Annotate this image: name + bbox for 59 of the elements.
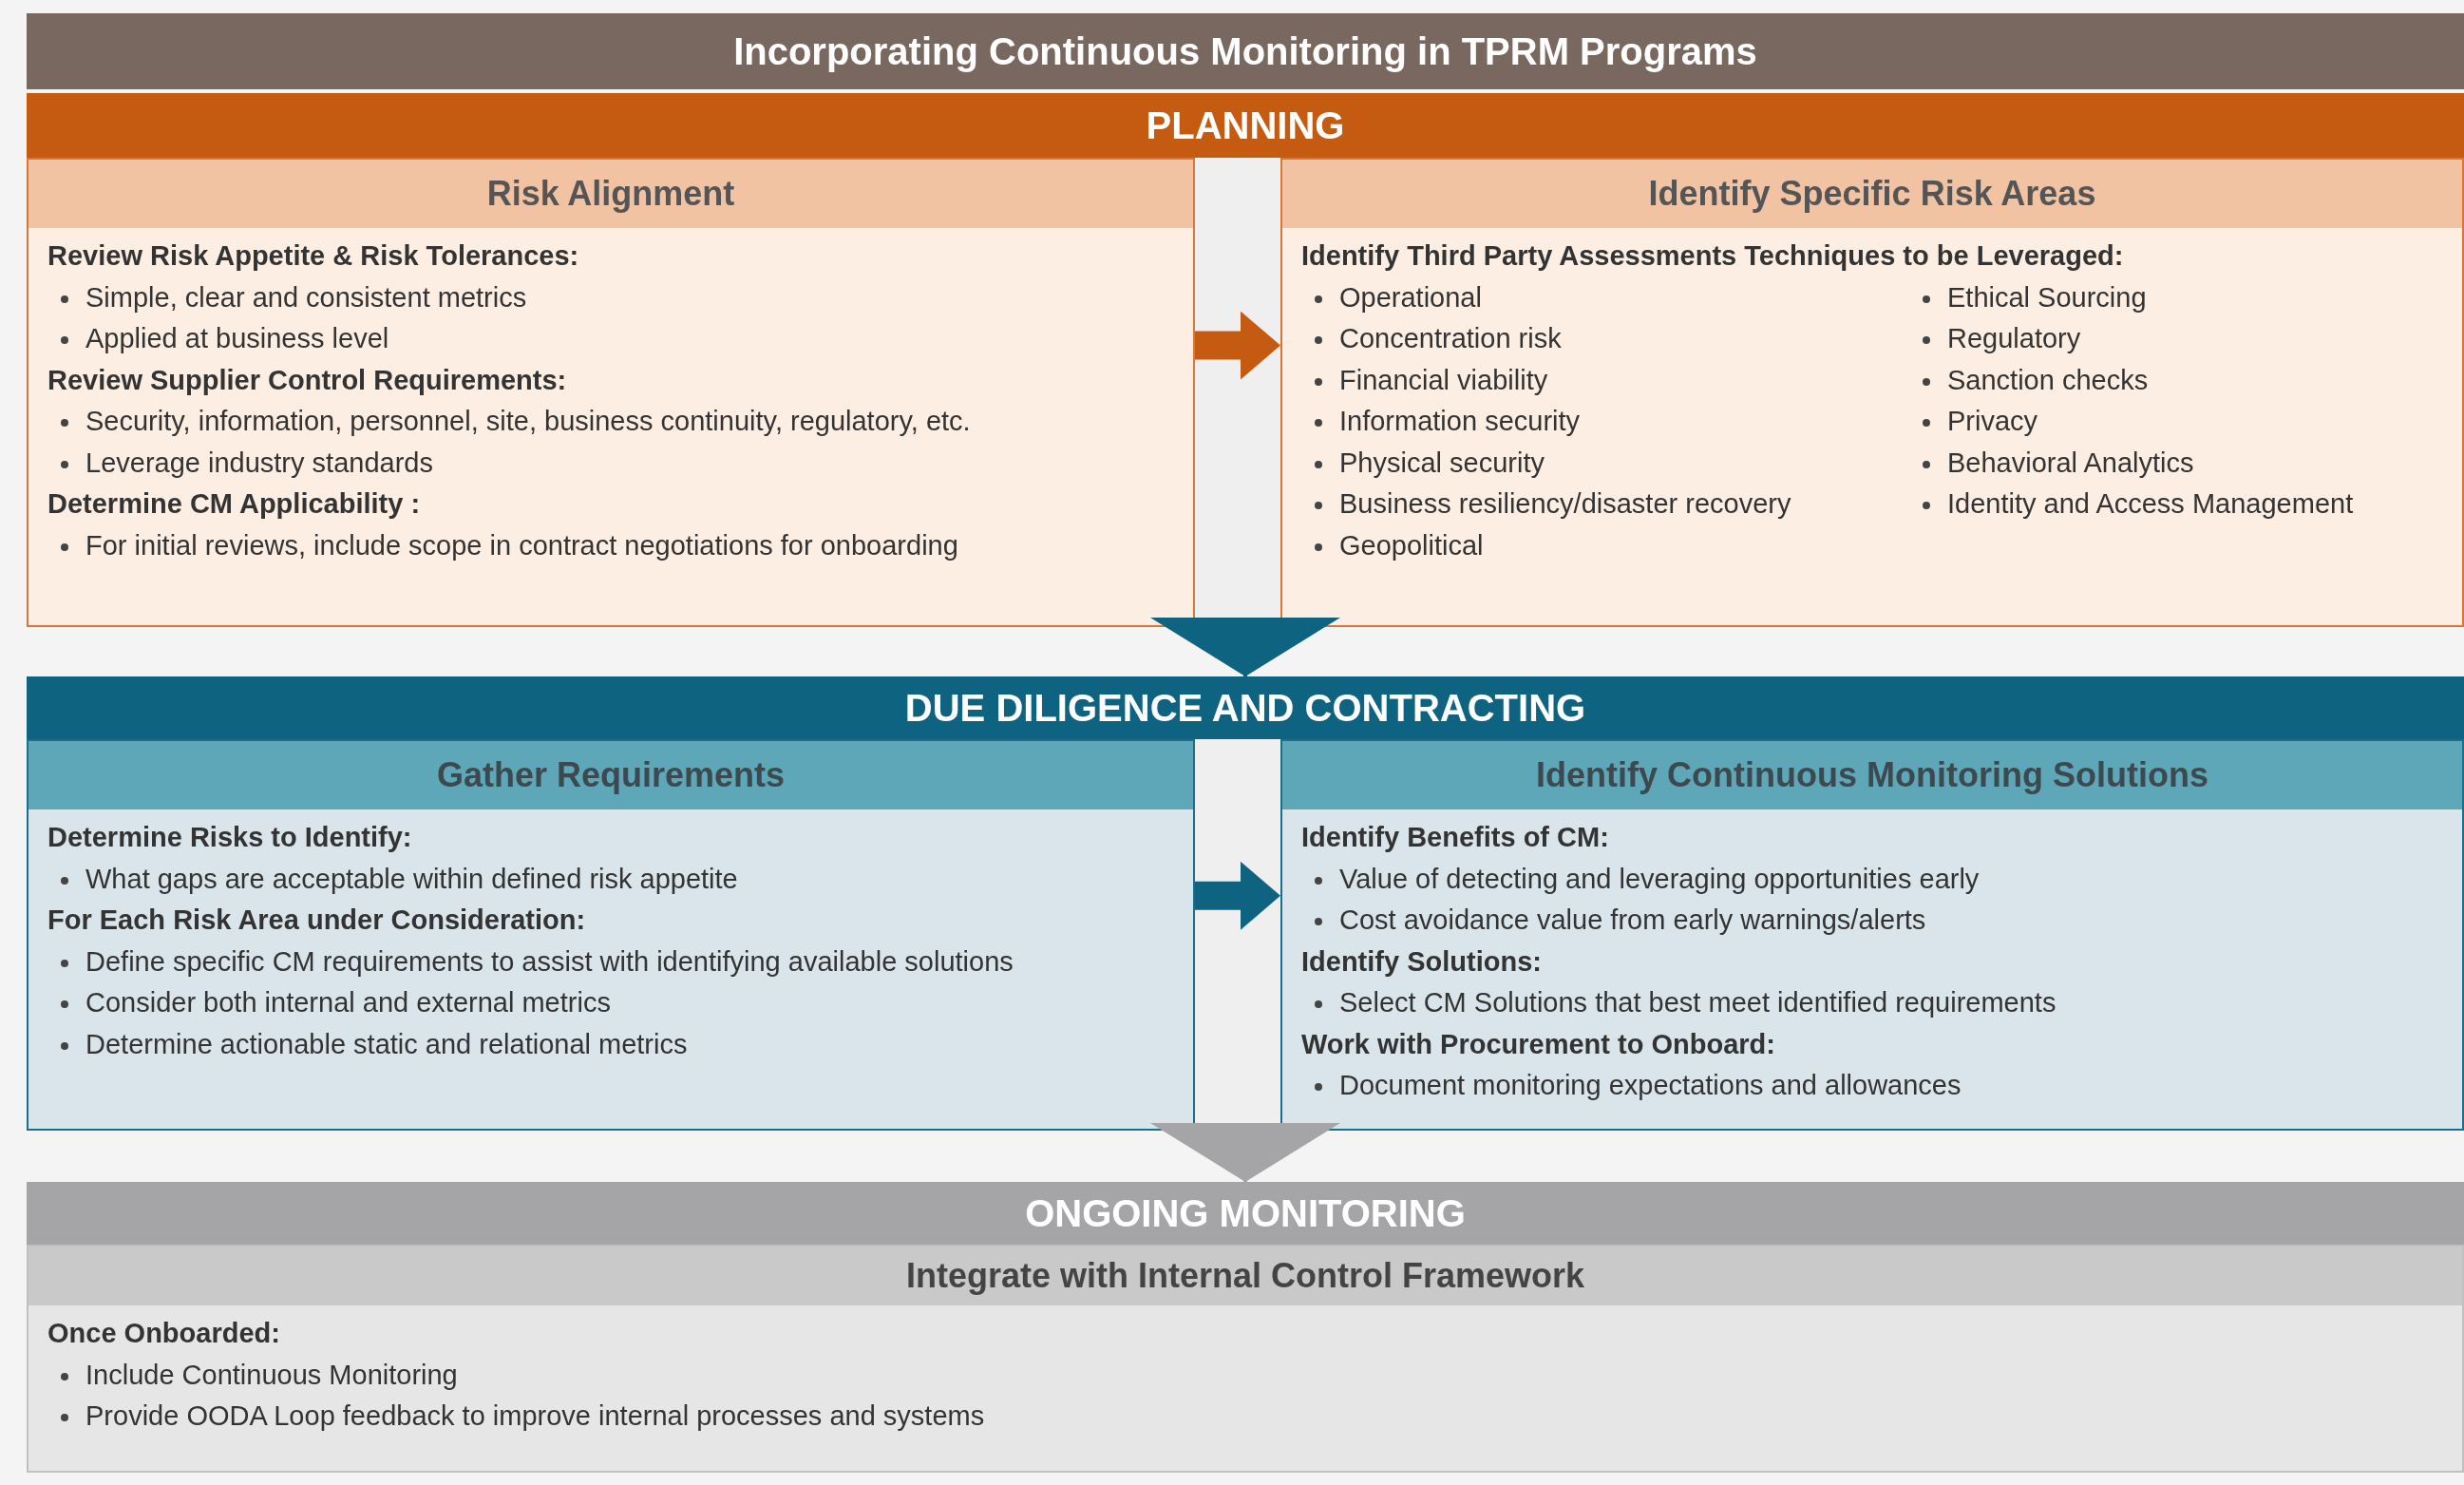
- bullet-item: Security, information, personnel, site, business continuity, regulatory, etc.: [85, 406, 971, 436]
- content-panel: [1280, 158, 2464, 627]
- bullet-item: Leverage industry standards: [85, 447, 433, 478]
- bullet-item: Value of detecting and leveraging opportunities early: [1339, 863, 1980, 894]
- bullet-item: Provide OODA Loop feedback to improve internal processes and systems: [85, 1400, 985, 1431]
- bullet-item: Consider both internal and external metrics: [85, 987, 611, 1018]
- bullet-item: Include Continuous Monitoring: [85, 1359, 458, 1390]
- title-banner: Incorporating Continuous Monitoring in TPRM Programs: [27, 13, 2464, 89]
- subheading: Review Supplier Control Requirements:: [47, 363, 568, 397]
- bullet-item: What gaps are acceptable within defined risk appetite: [85, 863, 738, 894]
- chevron-arrow: [1150, 618, 1340, 676]
- bullet-item: For initial reviews, include scope in contract negotiations for onboarding: [85, 529, 958, 561]
- subheading: For Each Risk Area under Consideration:: [47, 904, 587, 937]
- bullet-item: Applied at business level: [85, 323, 389, 353]
- subheading: Once Onboarded:: [47, 1317, 281, 1350]
- arrow: [1195, 861, 1280, 930]
- phase-section: [27, 1182, 2464, 1473]
- bullet-item: Simple, clear and consistent metrics: [85, 281, 527, 313]
- phase-header: DUE DILIGENCE AND CONTRACTING: [27, 676, 2464, 739]
- bullet-item: Ethical Sourcing: [1947, 281, 2147, 313]
- subheading: Review Risk Appetite & Risk Tolerances:: [47, 239, 580, 273]
- bullet-item: Determine actionable static and relational metrics: [85, 1028, 688, 1059]
- content-panel: [27, 1245, 2464, 1473]
- subheading: Identify Third Party Assessments Techniques to be Leveraged:: [1301, 239, 2125, 273]
- bullet-item: Select CM Solutions that best meet identified requirements: [1339, 987, 2056, 1018]
- bullet-item: Behavioral Analytics: [1947, 447, 2194, 478]
- chevron-arrow: [1150, 1123, 1340, 1182]
- content-panel: [27, 158, 1195, 627]
- subheading: Identify Solutions:: [1301, 944, 1543, 979]
- panel-heading: Identify Continuous Monitoring Solutions: [1282, 741, 2462, 809]
- bullet-item: Information security: [1339, 406, 1581, 436]
- panel-heading: Integrate with Internal Control Framework: [28, 1247, 2462, 1305]
- subheading: Determine Risks to Identify:: [47, 821, 413, 854]
- subheading: Determine CM Applicability :: [47, 487, 422, 521]
- phase-section: [27, 93, 2464, 627]
- phase-header: PLANNING: [27, 93, 2464, 158]
- bullet-item: Identity and Access Management: [1947, 488, 2354, 519]
- bullet-item: Define specific CM requirements to assist with identifying available solutions: [85, 945, 1014, 977]
- bullet-item: Document monitoring expectations and allowances: [1339, 1070, 1962, 1100]
- bullet-item: Operational: [1339, 281, 1482, 313]
- bullet-item: Financial viability: [1339, 364, 1548, 395]
- arrow: [1195, 311, 1280, 380]
- bullet-item: Privacy: [1947, 406, 2038, 436]
- content-panel: [1280, 739, 2464, 1131]
- phase-section: [27, 676, 2464, 1131]
- panel-heading: Identify Specific Risk Areas: [1282, 160, 2462, 228]
- content-panel: [27, 739, 1195, 1131]
- bullet-item: Geopolitical: [1339, 529, 1484, 561]
- subheading: Work with Procurement to Onboard:: [1301, 1027, 1776, 1061]
- bullet-item: Regulatory: [1947, 323, 2081, 353]
- bullet-item: Business resiliency/disaster recovery: [1339, 488, 1791, 519]
- bullet-item: Sanction checks: [1947, 364, 2149, 395]
- panel-heading: Risk Alignment: [28, 160, 1193, 228]
- bullet-item: Physical security: [1339, 447, 1545, 478]
- subheading: Identify Benefits of CM:: [1301, 821, 1610, 854]
- bullet-item: Concentration risk: [1339, 323, 1562, 353]
- bullet-item: Cost avoidance value from early warnings/alerts: [1339, 904, 1926, 935]
- panel-heading: Gather Requirements: [28, 741, 1193, 809]
- phase-header: ONGOING MONITORING: [27, 1182, 2464, 1245]
